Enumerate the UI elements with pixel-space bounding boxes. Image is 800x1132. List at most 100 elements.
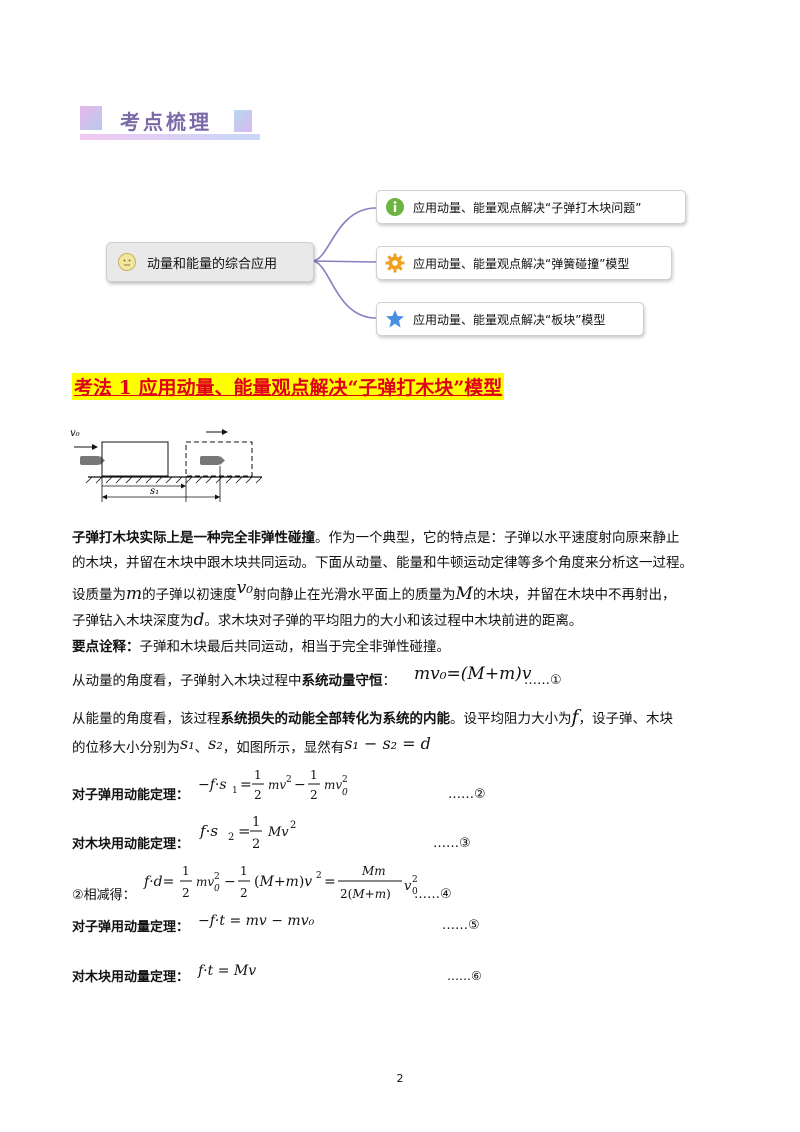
banner-decoration-right (234, 110, 252, 132)
key-point-label: 要点诠释： (72, 639, 140, 655)
text-span: ： (382, 673, 397, 689)
symbol-v0: v₀ (236, 578, 254, 598)
svg-text:−: − (224, 874, 236, 890)
text-span: ，如图所示，显然有 (222, 740, 345, 756)
svg-text:=: = (240, 777, 252, 793)
face-icon (118, 253, 136, 271)
mindmap-branch-bullet: 应用动量、能量观点解决“子弹打木块问题” (376, 190, 686, 224)
svg-text:2: 2 (252, 837, 260, 852)
momentum-line: 从动量的角度看，子弹射入木块过程中系统动量守恒： (72, 671, 396, 691)
svg-text:2: 2 (286, 775, 292, 785)
text-span: 的位移大小分别为 (72, 740, 180, 756)
text-span: 从动量的角度看，子弹射入木块过程中 (72, 673, 302, 689)
svg-text:2: 2 (240, 886, 248, 900)
svg-text:f·s: f·s (199, 822, 218, 840)
svg-text:mv: mv (196, 875, 214, 889)
svg-text:−: − (294, 777, 306, 793)
gear-icon (385, 253, 405, 273)
svg-text:2: 2 (182, 886, 190, 900)
svg-text:2: 2 (316, 871, 322, 881)
symbol-s2: s₂ (208, 734, 223, 753)
relation-s1-s2-d: s₁ − s₂ = d (344, 734, 431, 753)
mindmap-root-label: 动量和能量的综合应用 (147, 257, 278, 272)
svg-text:2: 2 (412, 875, 418, 885)
equation-4-number: ……④ (414, 887, 452, 902)
intro-text: 。作为一个典型，它的特点是：子弹以水平速度射向原来静止 (315, 530, 680, 546)
symbol-m: m (126, 584, 143, 604)
symbol-M: M (455, 584, 473, 604)
section-title: 考法 1 应用动量、能量观点解决“子弹打木块”模型 (72, 373, 505, 400)
equation-5-number: ……⑤ (442, 918, 480, 933)
svg-text:0: 0 (412, 887, 418, 897)
key-point-line: 要点诠释：子弹和木块最后共同运动，相当于完全非弹性碰撞。 (72, 637, 450, 657)
bullet-shape (80, 456, 100, 465)
equation-6-number: ……⑥ (447, 969, 482, 983)
svg-text:1: 1 (240, 864, 248, 878)
svg-text:2: 2 (310, 788, 318, 802)
equation-1-number: ……① (524, 673, 562, 688)
text-span: 、 (194, 740, 209, 756)
equation-6: f·t = Mv (198, 963, 257, 979)
svg-text:Mv: Mv (267, 825, 289, 840)
energy-line2: 的位移大小分别为s₁、s₂，如图所示，显然有s₁ − s₂ = d (72, 734, 431, 758)
symbol-s1: s₁ (180, 734, 195, 753)
mindmap-root-node: 动量和能量的综合应用 (106, 242, 314, 282)
svg-text:f·d=: f·d= (143, 874, 174, 890)
equation-3-number: ……③ (433, 836, 471, 851)
label-bullet-kinetic-energy: 对子弹用动能定理： (72, 788, 190, 803)
label-subtract: ②相减得： (72, 888, 136, 903)
svg-text:2(M+m): 2(M+m) (340, 887, 391, 901)
mindmap-branch-label: 应用动量、能量观点解决“子弹打木块问题” (413, 201, 642, 215)
paragraph-intro-line1: 子弹打木块实际上是一种完全非弹性碰撞。作为一个典型，它的特点是：子弹以水平速度射… (72, 528, 680, 548)
svg-text:2: 2 (290, 820, 296, 831)
mindmap-branch-spring: 应用动量、能量观点解决“弹簧碰撞”模型 (376, 246, 672, 280)
block-final (185, 441, 253, 477)
page-number: 2 (396, 1072, 404, 1085)
svg-text:Mm: Mm (361, 864, 386, 878)
info-icon (386, 198, 404, 216)
mindmap-branch-label: 应用动量、能量观点解决“板块”模型 (413, 313, 606, 327)
text-span: ，设子弹、木块 (578, 711, 674, 727)
svg-text:mv: mv (324, 778, 342, 792)
svg-text:=: = (324, 874, 336, 890)
symbol-f: f (571, 706, 579, 728)
text-span: 子弹钻入木块深度为 (72, 613, 194, 629)
momentum-conservation-label: 系统动量守恒 (301, 673, 383, 689)
energy-conversion-label: 系统损失的动能全部转化为系统的内能 (220, 711, 451, 727)
text-span: 的木块，并留在木块中不再射出， (472, 587, 676, 603)
text-span: 射向静止在光滑水平面上的质量为 (253, 587, 456, 603)
label-block-momentum-theorem: 对木块用动量定理： (72, 970, 190, 985)
energy-line1: 从能量的角度看，该过程系统损失的动能全部转化为系统的内能。设平均阻力大小为f，设… (72, 707, 673, 729)
key-point-text: 子弹和木块最后共同运动，相当于完全非弹性碰撞。 (139, 639, 451, 655)
svg-text:=: = (238, 822, 251, 840)
svg-text:2: 2 (228, 832, 234, 843)
text-span: 从能量的角度看，该过程 (72, 711, 221, 727)
text-span: 。设平均阻力大小为 (450, 711, 572, 727)
equation-2-number: ……② (448, 787, 486, 802)
text-span: 。求木块对子弹的平均阻力的大小和该过程中木块前进的距离。 (204, 613, 583, 629)
svg-text:1: 1 (252, 815, 260, 830)
mindmap-branch-board: 应用动量、能量观点解决“板块”模型 (376, 302, 644, 336)
text-span: 的子弹以初速度 (142, 587, 237, 603)
label-bullet-momentum-theorem: 对子弹用动量定理： (72, 920, 190, 935)
label-block-kinetic-energy: 对木块用动能定理： (72, 837, 190, 852)
equation-5: −f·t = mv − mv₀ (198, 913, 315, 929)
svg-text:0: 0 (342, 788, 348, 798)
svg-text:mv: mv (268, 778, 286, 792)
svg-text:1: 1 (182, 864, 190, 878)
bullet-block-diagram: v₀ s₁ (70, 428, 263, 502)
block-initial (101, 441, 169, 477)
v0-label: v₀ (70, 428, 80, 439)
banner-title: 考点梳理 (120, 110, 212, 134)
s1-label: s₁ (150, 486, 159, 497)
text-span: 设质量为 (72, 587, 126, 603)
svg-text:1: 1 (254, 768, 262, 782)
banner-underline (80, 134, 260, 140)
paragraph-setup-line2: 子弹钻入木块深度为d。求木块对子弹的平均阻力的大小和该过程中木块前进的距离。 (72, 610, 582, 631)
svg-text:1: 1 (310, 768, 318, 782)
svg-text:1: 1 (232, 786, 238, 796)
paragraph-intro-line2: 的木块，并留在木块中跟木块共同运动。下面从动量、能量和牛顿运动定律等多个角度来分… (72, 555, 693, 571)
equation-4: f·d= 12 mv 2 0 − 12 (M+m)v 2 = Mm 2(M+m)… (143, 864, 418, 901)
mindmap-branch-label: 应用动量、能量观点解决“弹簧碰撞”模型 (413, 257, 630, 271)
key-statement: 子弹打木块实际上是一种完全非弹性碰撞 (72, 530, 315, 546)
